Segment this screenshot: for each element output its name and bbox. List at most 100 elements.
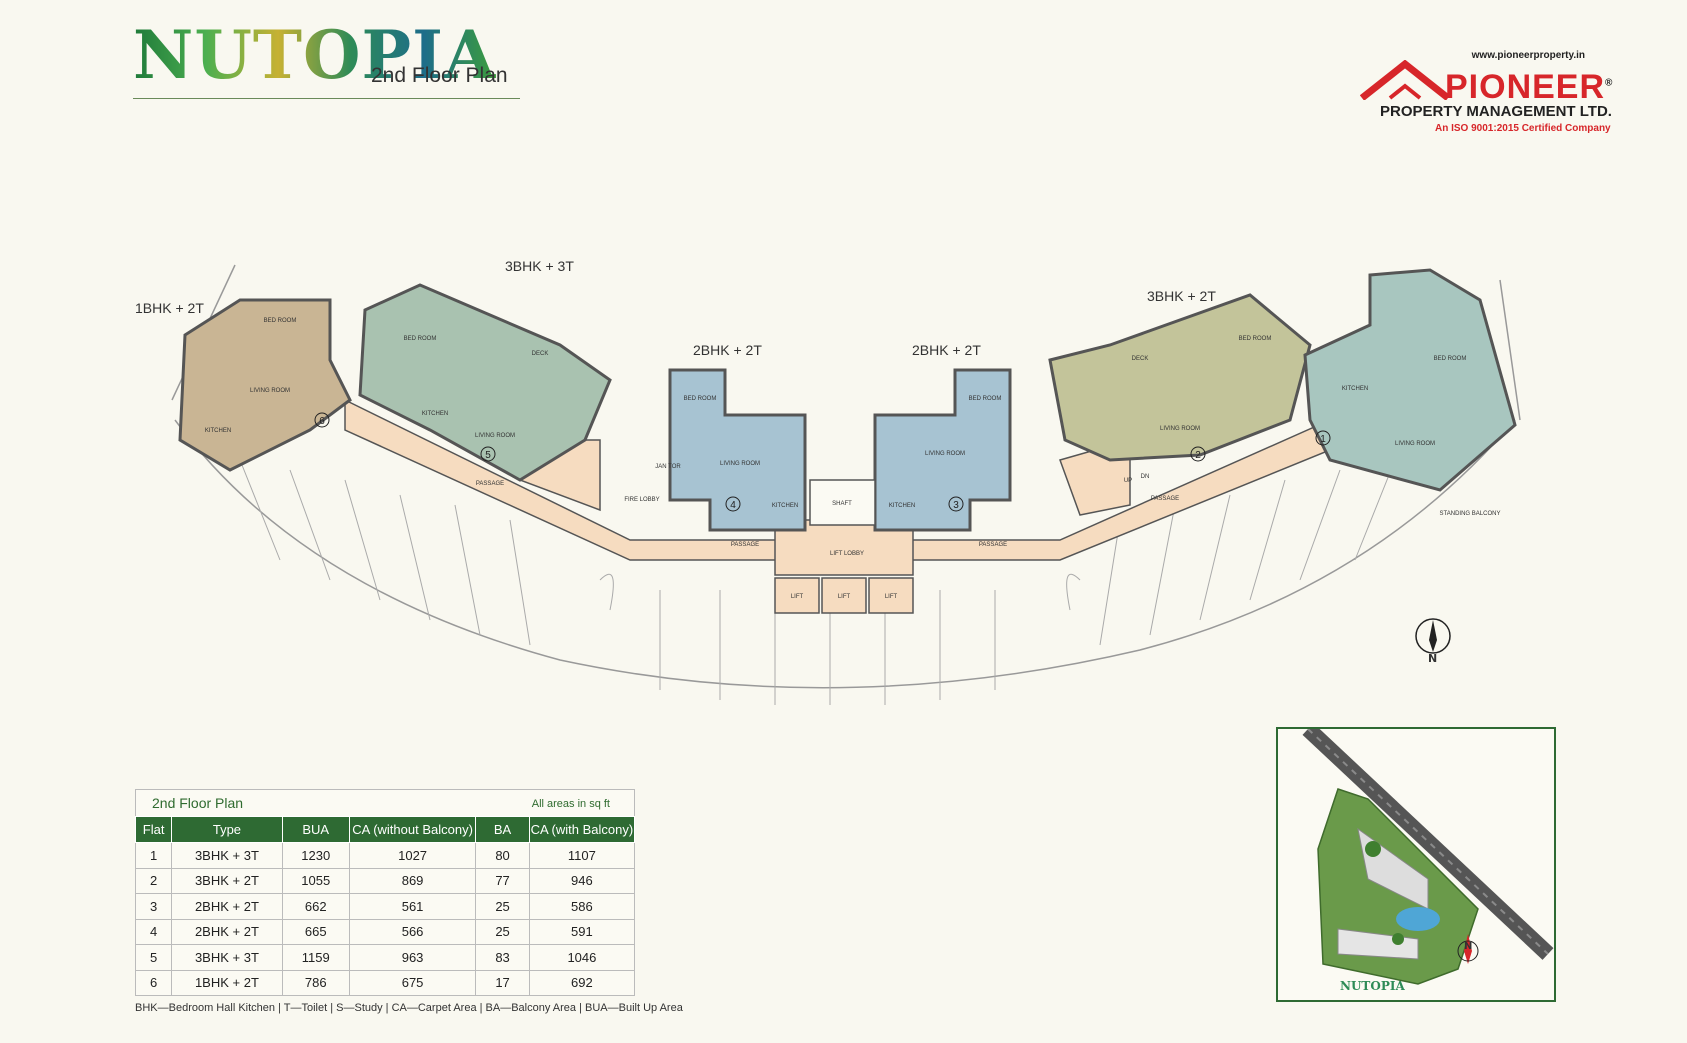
unit-1-kitchen-label: KITCHEN (1342, 386, 1368, 392)
table-cell: 4 (134, 918, 173, 945)
table-cell: 6 (134, 969, 173, 996)
unit-5-deck-label: DECK (532, 351, 549, 357)
table-row: 1 3BHK + 3T 1230 1027 80 1107 (134, 842, 636, 869)
site-map-logo: NUTOPIA (1340, 979, 1405, 993)
table-cell: 591 (528, 918, 636, 945)
unit-6[interactable] (178, 298, 352, 472)
unit-5-kitchen-label: KITCHEN (422, 411, 448, 417)
abbreviation-legend: BHK—Bedroom Hall Kitchen | T—Toilet | S—… (135, 1002, 683, 1014)
table-cell: 2BHK + 2T (171, 918, 283, 945)
stair-dn-label: DN (1141, 474, 1150, 480)
unit-2-living-label: LIVING ROOM (1160, 426, 1200, 432)
site-map: N NUTOPIA (1276, 727, 1556, 1002)
table-cell: 869 (348, 867, 477, 894)
boundary-right (1499, 279, 1521, 421)
unit-6-bed-label: BED ROOM (264, 318, 297, 324)
table-cell: 3BHK + 2T (171, 867, 283, 894)
unit-number-5-text: 5 (485, 450, 491, 461)
table-header: 2nd Floor Plan All areas in sq ft (135, 789, 635, 816)
shaft-label: SHAFT (832, 501, 852, 507)
table-cell: 25 (475, 893, 530, 920)
table-cell: 1 (134, 842, 173, 869)
unit-number-5 (480, 446, 496, 462)
shaft (809, 479, 876, 526)
unit-4-kitchen-label: KITCHEN (772, 503, 798, 509)
table-cell: 1230 (281, 842, 350, 869)
floor-plan: 6 5 4 3 2 1 PASSAGE PASSAGE PASSAGE PASS… (171, 264, 1521, 705)
unit-3-bed-label: BED ROOM (969, 396, 1002, 402)
table-cell: 80 (475, 842, 530, 869)
unit-2[interactable] (1048, 293, 1312, 462)
unit-5-living-label: LIVING ROOM (475, 433, 515, 439)
table-cell: 2 (134, 867, 173, 894)
fire-lobby-label: FIRE LOBBY (624, 497, 659, 503)
unit-4-type-label: 2BHK + 2T (693, 342, 762, 358)
page-title: 2nd Floor Plan (371, 64, 508, 87)
passage-label-far-left: PASSAGE (476, 481, 504, 487)
table-row: 4 2BHK + 2T 665 566 25 591 (134, 918, 636, 945)
house-roof-icon (1360, 60, 1450, 100)
pioneer-brand: www.pioneerproperty.in PIONEER® PROPERTY… (1360, 50, 1640, 140)
table-cell: 1BHK + 2T (171, 969, 283, 996)
unit-2-type-label: 3BHK + 2T (1147, 288, 1216, 304)
table-row: 3 2BHK + 2T 662 561 25 586 (134, 893, 636, 920)
unit-number-2 (1190, 446, 1206, 462)
table-cell: 566 (348, 918, 477, 945)
table-cell: 946 (528, 867, 636, 894)
brand-name: PIONEER® (1445, 68, 1614, 106)
table-row: 5 3BHK + 3T 1159 963 83 1046 (134, 944, 636, 971)
table-cell: 3BHK + 3T (171, 842, 283, 869)
table-cell: 665 (281, 918, 350, 945)
unit-3-type-label: 2BHK + 2T (912, 342, 981, 358)
brand-url[interactable]: www.pioneerproperty.in (1471, 50, 1585, 61)
table-cell: 17 (475, 969, 530, 996)
lift-2 (821, 577, 867, 614)
unit-4[interactable] (668, 368, 807, 532)
compass-label: N (1428, 652, 1438, 665)
passage-label-left: PASSAGE (731, 542, 759, 548)
lift-2-label: LIFT (838, 594, 851, 600)
column-header: CA (with Balcony) (528, 816, 636, 843)
title-divider (133, 98, 520, 99)
table-row: 2 3BHK + 2T 1055 869 77 946 (134, 867, 636, 894)
table-cell: 675 (348, 969, 477, 996)
unit-number-6 (314, 412, 330, 428)
passage-label-right: PASSAGE (979, 542, 1007, 548)
unit-1-bed-label: BED ROOM (1434, 356, 1467, 362)
unit-3[interactable] (873, 368, 1012, 532)
unit-3-living-label: LIVING ROOM (925, 451, 965, 457)
table-cell: 3BHK + 3T (171, 944, 283, 971)
table-row: 6 1BHK + 2T 786 675 17 692 (134, 969, 636, 996)
parking-bays (239, 459, 1396, 705)
unit-6-living-label: LIVING ROOM (250, 388, 290, 394)
table-cell: 2BHK + 2T (171, 893, 283, 920)
unit-6-type-label: 1BHK + 2T (135, 300, 204, 316)
unit-2-bed-label: BED ROOM (1239, 336, 1272, 342)
lift-3 (868, 577, 914, 614)
unit-4-living-label: LIVING ROOM (720, 461, 760, 467)
table-units-note: All areas in sq ft (531, 798, 610, 810)
unit-5[interactable] (358, 283, 612, 482)
stair-up-label: UP (1124, 478, 1132, 484)
table-cell: 561 (348, 893, 477, 920)
site-map-north-label: N (1464, 941, 1473, 952)
unit-2-deck-label: DECK (1132, 356, 1149, 362)
compass-icon (1415, 618, 1451, 654)
table-cell: 25 (475, 918, 530, 945)
table-title: 2nd Floor Plan (152, 795, 244, 811)
unit-1[interactable] (1303, 268, 1517, 492)
column-header: BA (475, 816, 530, 843)
column-header: BUA (281, 816, 350, 843)
table-cell: 1159 (281, 944, 350, 971)
table-cell: 1046 (528, 944, 636, 971)
unit-number-3 (948, 496, 964, 512)
site-map-drawing (1302, 729, 1554, 985)
unit-number-3-text: 3 (953, 500, 959, 511)
table-cell: 1107 (528, 842, 636, 869)
lift-lobby-label: LIFT LOBBY (830, 551, 864, 557)
table-cell: 77 (475, 867, 530, 894)
brand-subline: PROPERTY MANAGEMENT LTD. (1380, 103, 1612, 120)
unit-number-4 (725, 496, 741, 512)
table-cell: 83 (475, 944, 530, 971)
unit-number-6-text: 6 (319, 416, 325, 427)
